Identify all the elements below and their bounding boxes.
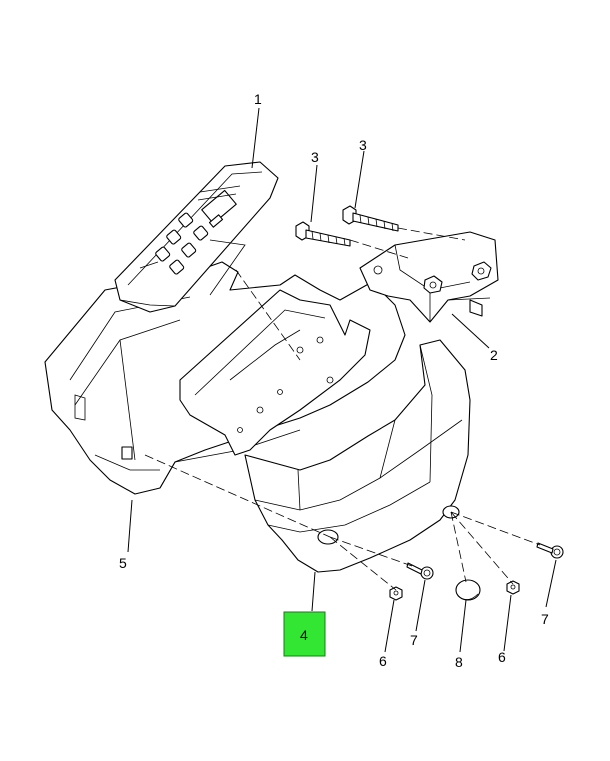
- callout-2[interactable]: 2: [490, 347, 498, 363]
- callout-7-center[interactable]: 7: [410, 632, 418, 648]
- callout-3-left[interactable]: 3: [311, 149, 319, 165]
- callout-3-right[interactable]: 3: [359, 137, 367, 153]
- callout-5[interactable]: 5: [119, 555, 127, 571]
- callout-4[interactable]: 4: [300, 627, 308, 643]
- part-6-nut-left[interactable]: [389, 586, 403, 601]
- part-1-control-module[interactable]: [114, 161, 279, 313]
- bracket-nut-left: [423, 275, 443, 294]
- callout-4-highlight[interactable]: [283, 611, 326, 657]
- mounting-plate: [179, 289, 371, 456]
- callout-6-left[interactable]: 6: [379, 653, 387, 669]
- part-6-nut-right[interactable]: [506, 580, 520, 595]
- part-7-screw-center[interactable]: [406, 562, 434, 580]
- callout-7-right[interactable]: 7: [541, 611, 549, 627]
- callout-6-right[interactable]: 6: [498, 649, 506, 665]
- leader-lines: [127, 107, 557, 653]
- callout-8[interactable]: 8: [455, 654, 463, 670]
- bracket-nut-right: [471, 261, 492, 281]
- keypad-buttons: [155, 212, 224, 275]
- callout-1[interactable]: 1: [254, 91, 262, 107]
- bezel-clip: [121, 446, 133, 460]
- housing-hole-left: [317, 529, 339, 545]
- keypad-display-icon: [201, 189, 237, 225]
- alignment-lines: [144, 227, 541, 591]
- part-7-screw-right[interactable]: [536, 542, 564, 559]
- part-2-bracket[interactable]: [359, 231, 499, 323]
- part-3-bolt-right[interactable]: [342, 205, 399, 232]
- part-8-cap[interactable]: [455, 579, 481, 601]
- part-3-bolt-left[interactable]: [295, 221, 351, 247]
